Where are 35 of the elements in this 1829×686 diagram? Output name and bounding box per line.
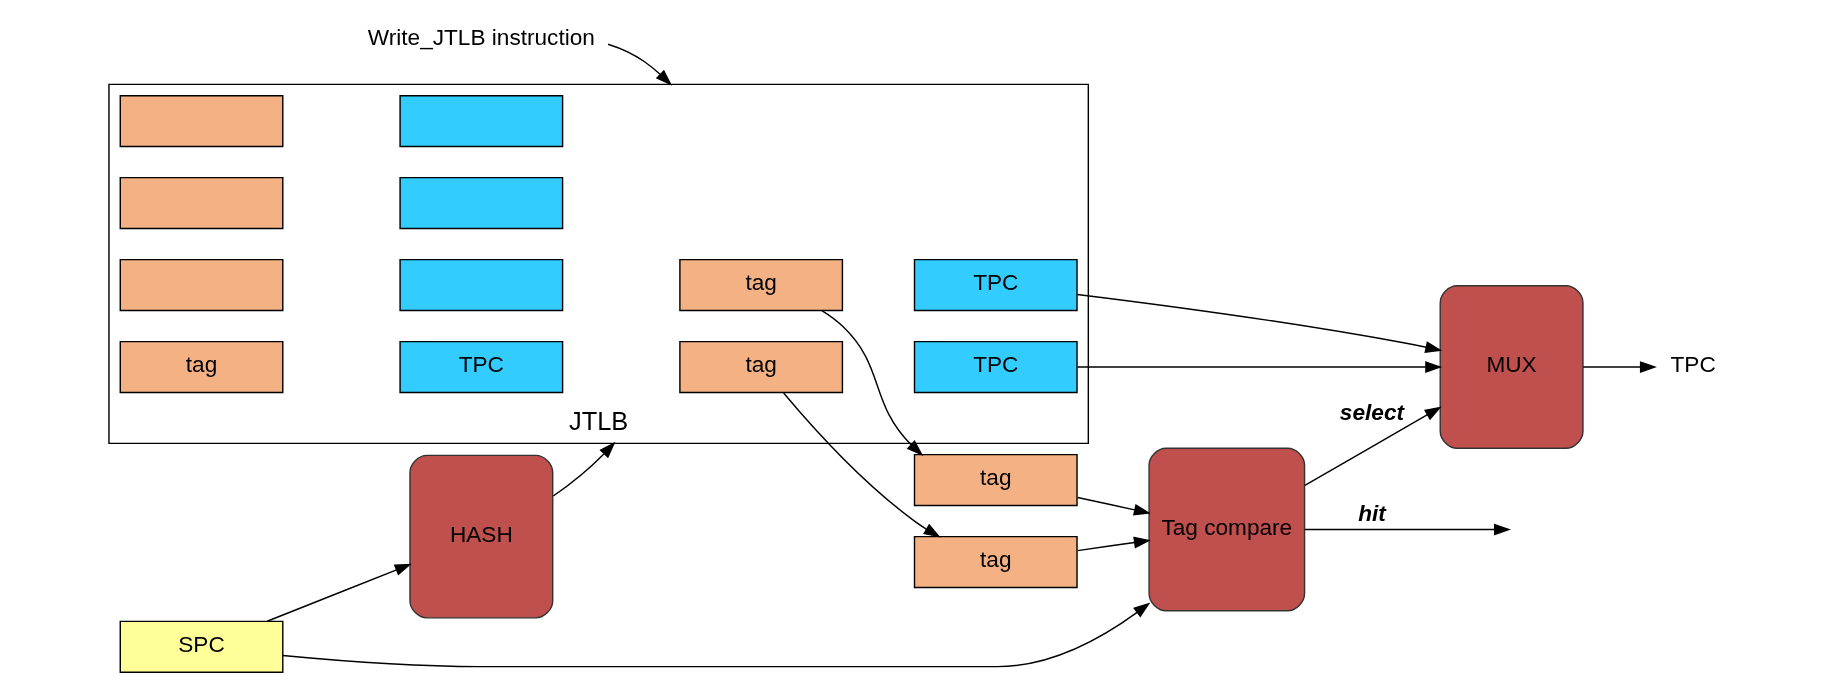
node-box: TPC: [913, 340, 1078, 394]
edge-label: hit: [1358, 500, 1386, 526]
arrow: [1076, 496, 1151, 516]
edge-label: select: [1339, 400, 1404, 426]
node-box: [119, 176, 284, 230]
arrow: [782, 392, 941, 538]
arrow: [1304, 406, 1442, 487]
arrow: [1076, 361, 1443, 373]
node-box: [399, 94, 564, 148]
node-box: HASH: [409, 454, 554, 619]
node-box: [399, 258, 564, 312]
node-box: [119, 258, 284, 312]
arrow: [607, 43, 673, 86]
node-box: tag: [913, 453, 1078, 507]
node-box: MUX: [1439, 285, 1584, 449]
node-box: tag: [679, 340, 844, 394]
node-box: Tag compare: [1148, 447, 1306, 612]
arrow: [552, 441, 616, 497]
node-box: tag: [913, 535, 1078, 589]
arrow: [821, 309, 924, 456]
node-box: SPC: [119, 620, 284, 673]
node-box: TPC: [399, 340, 564, 394]
node-box: [399, 176, 564, 230]
node-text: Write_JTLB instruction: [367, 24, 595, 50]
node-box: TPC: [913, 258, 1078, 312]
node-box: [119, 94, 284, 148]
arrow: [266, 563, 412, 622]
arrow: [1076, 536, 1151, 552]
node-text: TPC: [1670, 352, 1716, 378]
arrow: [1076, 293, 1443, 353]
node-box: tag: [119, 340, 284, 394]
node-box: tag: [679, 258, 844, 312]
arrow: [282, 602, 1151, 668]
arrow: [1582, 361, 1657, 373]
arrow: [1304, 523, 1511, 536]
